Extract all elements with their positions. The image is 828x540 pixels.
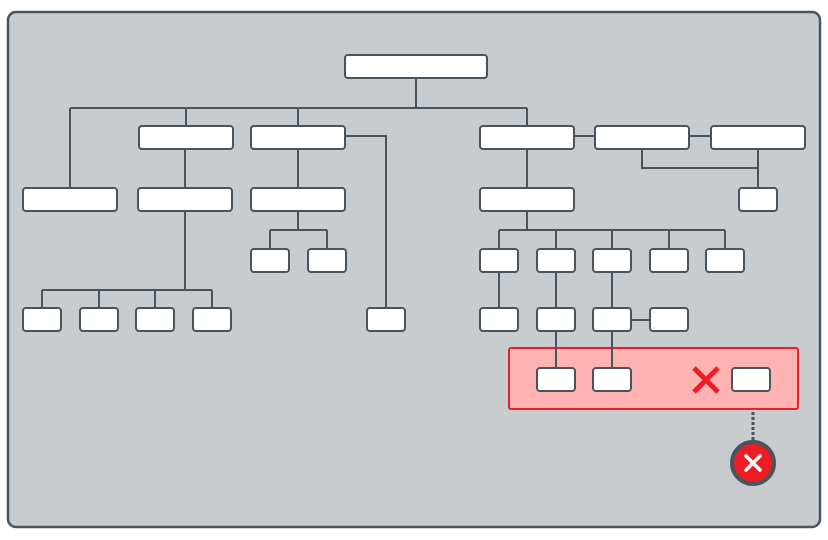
node-root[interactable] [344, 54, 488, 79]
node-level2-f[interactable] [738, 187, 778, 212]
node-level3-c2[interactable] [307, 248, 347, 273]
nodes [22, 54, 806, 392]
node-level4-d2[interactable] [536, 307, 576, 332]
node-level1-f[interactable] [710, 125, 806, 150]
node-level1-c[interactable] [250, 125, 346, 150]
node-level4-d1[interactable] [479, 307, 519, 332]
connector-c-side [345, 135, 387, 308]
node-level1-d[interactable] [479, 125, 575, 150]
node-level4-d3-side[interactable] [649, 307, 689, 332]
cross-mark-icon [692, 366, 720, 394]
node-level4-b3[interactable] [135, 307, 175, 332]
node-level4-b2[interactable] [79, 307, 119, 332]
error-circle-icon[interactable] [730, 440, 776, 486]
node-level3-d2[interactable] [536, 248, 576, 273]
connectors [41, 78, 759, 442]
node-level4-c[interactable] [366, 307, 406, 332]
node-level3-d1[interactable] [479, 248, 519, 273]
node-level3-d4[interactable] [649, 248, 689, 273]
node-level4-b1[interactable] [22, 307, 62, 332]
connector-e-f-under [641, 149, 758, 169]
node-error-2[interactable] [592, 367, 632, 392]
diagram-panel [6, 10, 822, 529]
node-level3-d5[interactable] [705, 248, 745, 273]
node-error-1[interactable] [536, 367, 576, 392]
node-error-3[interactable] [731, 367, 771, 392]
node-level1-e[interactable] [594, 125, 690, 150]
node-level2-b[interactable] [137, 187, 233, 212]
node-level2-a[interactable] [22, 187, 118, 212]
node-level2-c[interactable] [250, 187, 346, 212]
error-region [508, 347, 799, 410]
node-level1-b[interactable] [138, 125, 234, 150]
node-level3-c1[interactable] [250, 248, 290, 273]
node-level4-d3[interactable] [592, 307, 632, 332]
node-level2-d[interactable] [479, 187, 575, 212]
node-level4-b4[interactable] [192, 307, 232, 332]
node-level3-d3[interactable] [592, 248, 632, 273]
